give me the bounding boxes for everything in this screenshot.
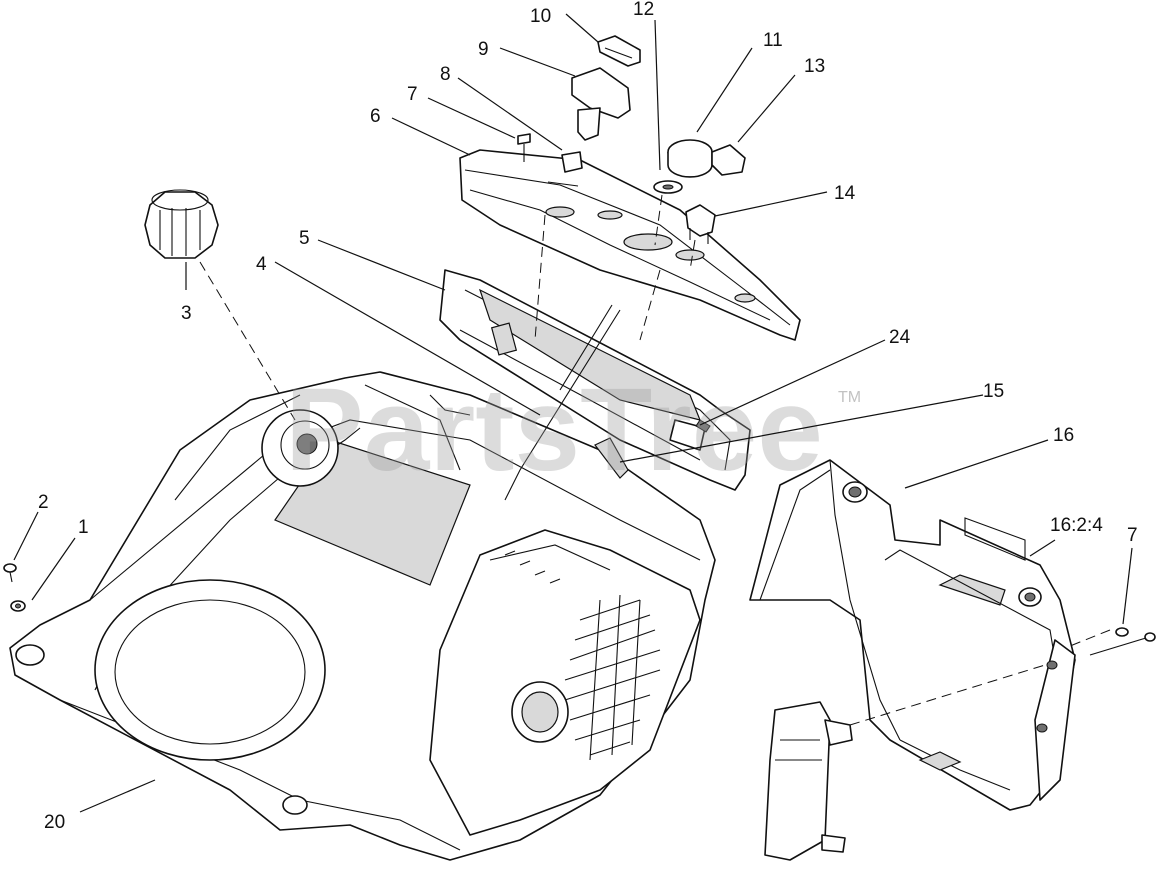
callout-11: 11 [763, 30, 783, 51]
part-15-clip [594, 437, 629, 479]
assembly-lines [199, 194, 1111, 726]
part-16-side-cover [749, 459, 1076, 811]
callout-7-right: 7 [1127, 525, 1138, 546]
part-5-panel [439, 269, 751, 491]
callout-3: 3 [181, 303, 192, 324]
callout-20: 20 [44, 812, 65, 833]
callout-labels: 10 12 9 11 8 13 7 6 14 5 4 3 24 15 16 2 … [38, 0, 1138, 833]
part-3-fuel-cap [144, 189, 219, 259]
callout-13: 13 [804, 56, 825, 77]
callout-1: 1 [78, 517, 89, 538]
watermark-trademark: TM [838, 389, 861, 406]
vent-grille [564, 594, 661, 761]
side-bracket [764, 701, 853, 861]
callout-5: 5 [299, 228, 310, 249]
part-2-screw [3, 563, 17, 583]
part-12-nut [653, 180, 683, 194]
callout-16: 16 [1053, 425, 1074, 446]
callout-6: 6 [370, 106, 381, 127]
callout-14: 14 [834, 183, 856, 204]
callout-2: 2 [38, 492, 49, 513]
part-7-screw-right [1089, 627, 1156, 656]
part-10-cap [597, 35, 641, 67]
part-13-switch [711, 144, 746, 176]
callout-24: 24 [889, 327, 911, 348]
part-11-cap [667, 139, 713, 178]
part-14-switch-housing [685, 204, 716, 244]
callout-8: 8 [440, 64, 451, 85]
part-1-washer [10, 600, 26, 612]
callout-15: 15 [983, 381, 1004, 402]
callout-16-2-4: 16:2:4 [1050, 515, 1103, 536]
part-8-grommet [561, 151, 583, 173]
shroud-housing [9, 371, 716, 861]
callout-4: 4 [256, 254, 267, 275]
callout-7: 7 [407, 84, 418, 105]
watermark-text: PartsTree [285, 364, 823, 496]
callout-10: 10 [530, 6, 551, 27]
leader-lines [13, 13, 1133, 813]
part-7-screw [517, 133, 531, 162]
callout-9: 9 [478, 39, 489, 60]
part-9-knob [571, 67, 631, 141]
callout-12: 12 [633, 0, 654, 20]
